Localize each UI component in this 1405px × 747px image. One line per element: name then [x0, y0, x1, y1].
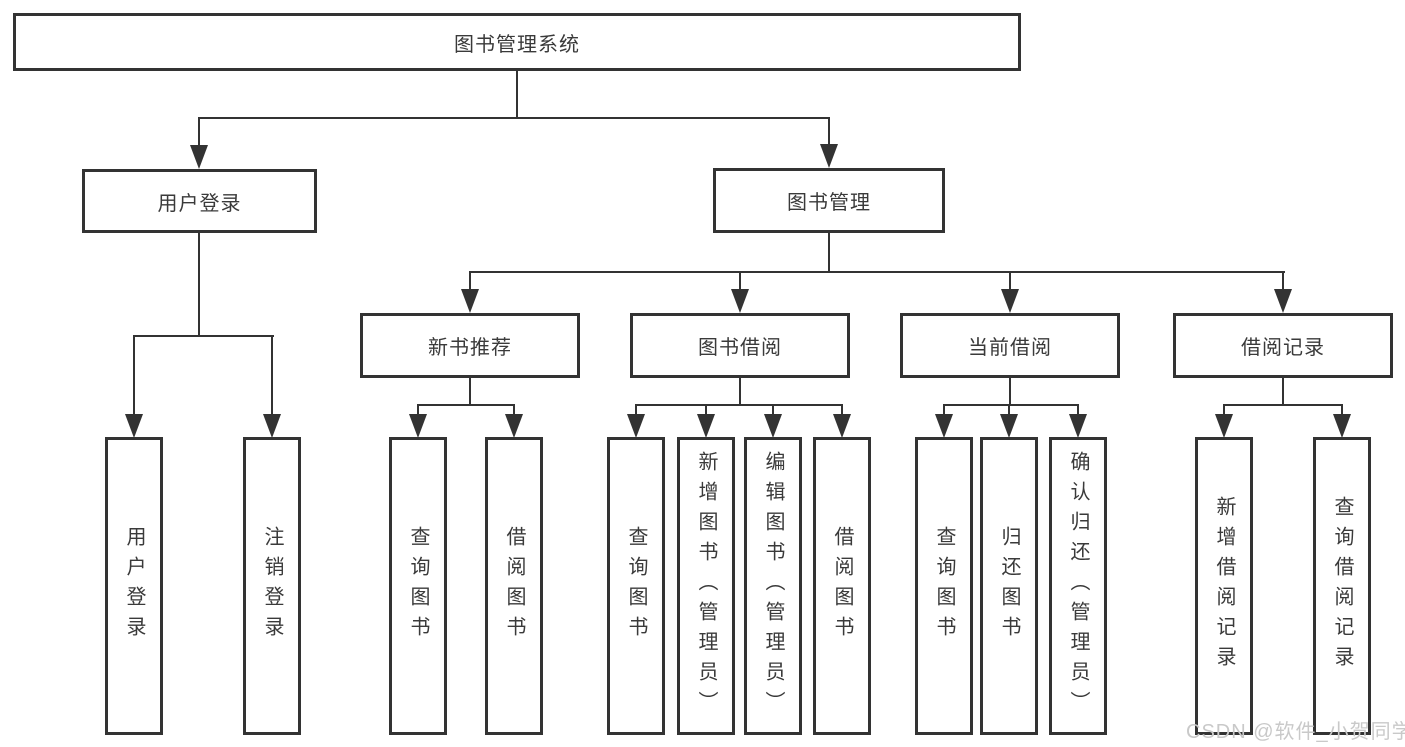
connector-line [271, 335, 273, 417]
connector-line [198, 117, 830, 119]
arrow-down-icon [1215, 414, 1233, 438]
arrow-down-icon [1000, 414, 1018, 438]
connector-line [469, 271, 471, 293]
leaf-borrow-book: 借阅图书 [813, 437, 871, 735]
connector-line [828, 233, 830, 273]
connector-line [1223, 404, 1343, 406]
connector-line [1282, 271, 1284, 293]
connector-line [417, 404, 419, 418]
leaf-confirm-return-admin: 确认归还（管理员） [1049, 437, 1107, 735]
node-label: 借阅图书 [831, 526, 853, 646]
node-label: 图书管理 [787, 192, 871, 214]
connector-line [133, 335, 135, 417]
leaf-query-borrow-record: 查询借阅记录 [1313, 437, 1371, 735]
node-label: 用户登录 [157, 192, 242, 215]
leaf-borrow-book-recommend: 借阅图书 [485, 437, 543, 735]
arrow-down-icon [697, 414, 715, 438]
node-current-borrowing: 当前借阅 [900, 313, 1120, 378]
arrow-down-icon [731, 289, 749, 313]
connector-line [1009, 271, 1011, 293]
arrow-down-icon [461, 289, 479, 313]
connector-line [1008, 404, 1010, 418]
watermark: CSDN @软件_小贺同学 [1186, 721, 1405, 743]
connector-line [469, 271, 1285, 273]
node-new-book-recommend: 新书推荐 [360, 313, 580, 378]
node-label: 查询图书 [407, 526, 429, 646]
connector-line [1282, 378, 1284, 406]
node-user-login: 用户登录 [82, 169, 317, 233]
leaf-add-borrow-record: 新增借阅记录 [1195, 437, 1253, 735]
connector-line [1341, 404, 1343, 418]
connector-line [635, 404, 843, 406]
connector-line [841, 404, 843, 418]
node-label: 借阅记录 [1241, 337, 1325, 359]
leaf-query-book-borrowing: 查询图书 [607, 437, 665, 735]
node-label: 查询借阅记录 [1331, 496, 1353, 676]
leaf-query-book-recommend: 查询图书 [389, 437, 447, 735]
leaf-user-login: 用户登录 [105, 437, 163, 735]
arrow-down-icon [409, 414, 427, 438]
arrow-down-icon [505, 414, 523, 438]
arrow-down-icon [125, 414, 143, 438]
connector-line [513, 404, 515, 418]
node-label: 新增借阅记录 [1213, 496, 1235, 676]
arrow-down-icon [764, 414, 782, 438]
arrow-down-icon [1001, 289, 1019, 313]
node-label: 查询图书 [933, 526, 955, 646]
arrow-down-icon [1069, 414, 1087, 438]
connector-line [828, 117, 830, 149]
node-label: 当前借阅 [968, 337, 1052, 359]
node-label: 归还图书 [998, 526, 1020, 646]
arrow-down-icon [820, 144, 838, 168]
connector-line [739, 271, 741, 293]
leaf-logout: 注销登录 [243, 437, 301, 735]
node-label: 图书借阅 [698, 337, 782, 359]
connector-line [1223, 404, 1225, 418]
arrow-down-icon [1274, 289, 1292, 313]
connector-line [772, 404, 774, 418]
node-book-borrowing: 图书借阅 [630, 313, 850, 378]
connector-line [943, 404, 1079, 406]
node-label: 注销登录 [261, 526, 283, 646]
arrow-down-icon [190, 145, 208, 169]
connector-line [198, 233, 200, 337]
connector-line [417, 404, 515, 406]
connector-line [943, 404, 945, 418]
node-label: 图书管理系统 [454, 33, 580, 56]
leaf-edit-book-admin: 编辑图书（管理员） [744, 437, 802, 735]
node-label: 用户登录 [123, 526, 145, 646]
connector-line [469, 378, 471, 406]
connector-line [516, 71, 518, 118]
node-label: 新书推荐 [428, 337, 512, 359]
arrow-down-icon [935, 414, 953, 438]
node-label: 确认归还（管理员） [1067, 451, 1089, 721]
connector-line [635, 404, 637, 418]
connector-line [198, 117, 200, 149]
leaf-query-book-current: 查询图书 [915, 437, 973, 735]
node-label: 查询图书 [625, 526, 647, 646]
connector-line [1009, 378, 1011, 406]
leaf-add-book-admin: 新增图书（管理员） [677, 437, 735, 735]
arrow-down-icon [833, 414, 851, 438]
connector-line [739, 378, 741, 406]
connector-line [133, 335, 274, 337]
connector-line [705, 404, 707, 418]
node-label: 新增图书（管理员） [695, 451, 717, 721]
node-book-management: 图书管理 [713, 168, 945, 233]
node-borrowing-records: 借阅记录 [1173, 313, 1393, 378]
arrow-down-icon [627, 414, 645, 438]
node-root-library-system: 图书管理系统 [13, 13, 1021, 71]
node-label: 编辑图书（管理员） [762, 451, 784, 721]
node-label: 借阅图书 [503, 526, 525, 646]
connector-line [1077, 404, 1079, 418]
arrow-down-icon [263, 414, 281, 438]
arrow-down-icon [1333, 414, 1351, 438]
leaf-return-book: 归还图书 [980, 437, 1038, 735]
